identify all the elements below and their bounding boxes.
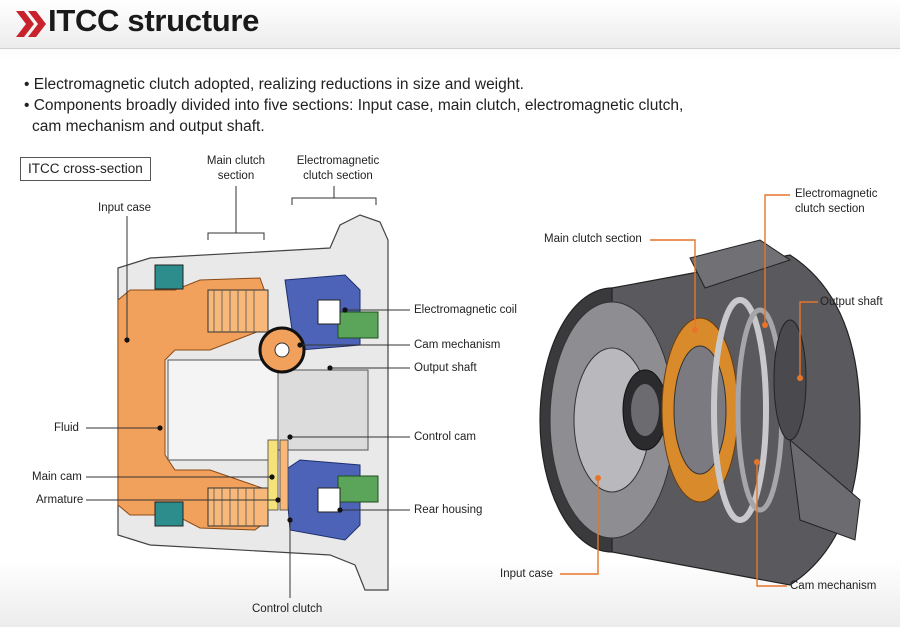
bullet-list: • Electromagnetic clutch adopted, realiz… — [24, 74, 683, 137]
label-main-clutch-section: Main clutch section — [198, 154, 274, 184]
label-cutaway-main-clutch-section: Main clutch section — [544, 233, 642, 245]
label-line: clutch section — [795, 203, 865, 215]
label-line: Main clutch — [206, 155, 266, 167]
double-chevron-icon — [16, 11, 46, 37]
label-fluid: Fluid — [54, 422, 79, 434]
label-output-shaft: Output shaft — [414, 362, 477, 374]
label-control-cam: Control cam — [414, 431, 476, 443]
label-line: Electromagnetic — [296, 155, 380, 167]
label-control-clutch: Control clutch — [252, 603, 323, 615]
cross-section-tag: ITCC cross-section — [20, 157, 151, 181]
label-cam-mechanism: Cam mechanism — [414, 339, 501, 351]
label-line: clutch section — [303, 170, 373, 182]
bullet-item: cam mechanism and output shaft. — [32, 118, 265, 135]
bullet-item: • Components broadly divided into five s… — [24, 97, 684, 114]
label-line: Electromagnetic — [795, 188, 878, 200]
label-cutaway-em-clutch-section: Electromagnetic clutch section — [795, 187, 877, 217]
label-armature: Armature — [36, 494, 84, 506]
label-cutaway-cam-mechanism: Cam mechanism — [790, 580, 877, 592]
bullet-item: • Electromagnetic clutch adopted, realiz… — [24, 76, 524, 93]
label-main-cam: Main cam — [32, 471, 82, 483]
header-bar: ITCC structure — [0, 0, 900, 49]
label-rear-housing: Rear housing — [414, 504, 483, 516]
label-em-clutch-section: Electromagnetic clutch section — [290, 154, 386, 184]
label-line: section — [217, 170, 255, 182]
label-cutaway-input-case: Input case — [500, 568, 554, 580]
label-input-case: Input case — [98, 202, 152, 214]
page-title: ITCC structure — [48, 3, 260, 38]
label-cutaway-output-shaft: Output shaft — [820, 296, 883, 308]
label-em-coil: Electromagnetic coil — [414, 304, 517, 316]
